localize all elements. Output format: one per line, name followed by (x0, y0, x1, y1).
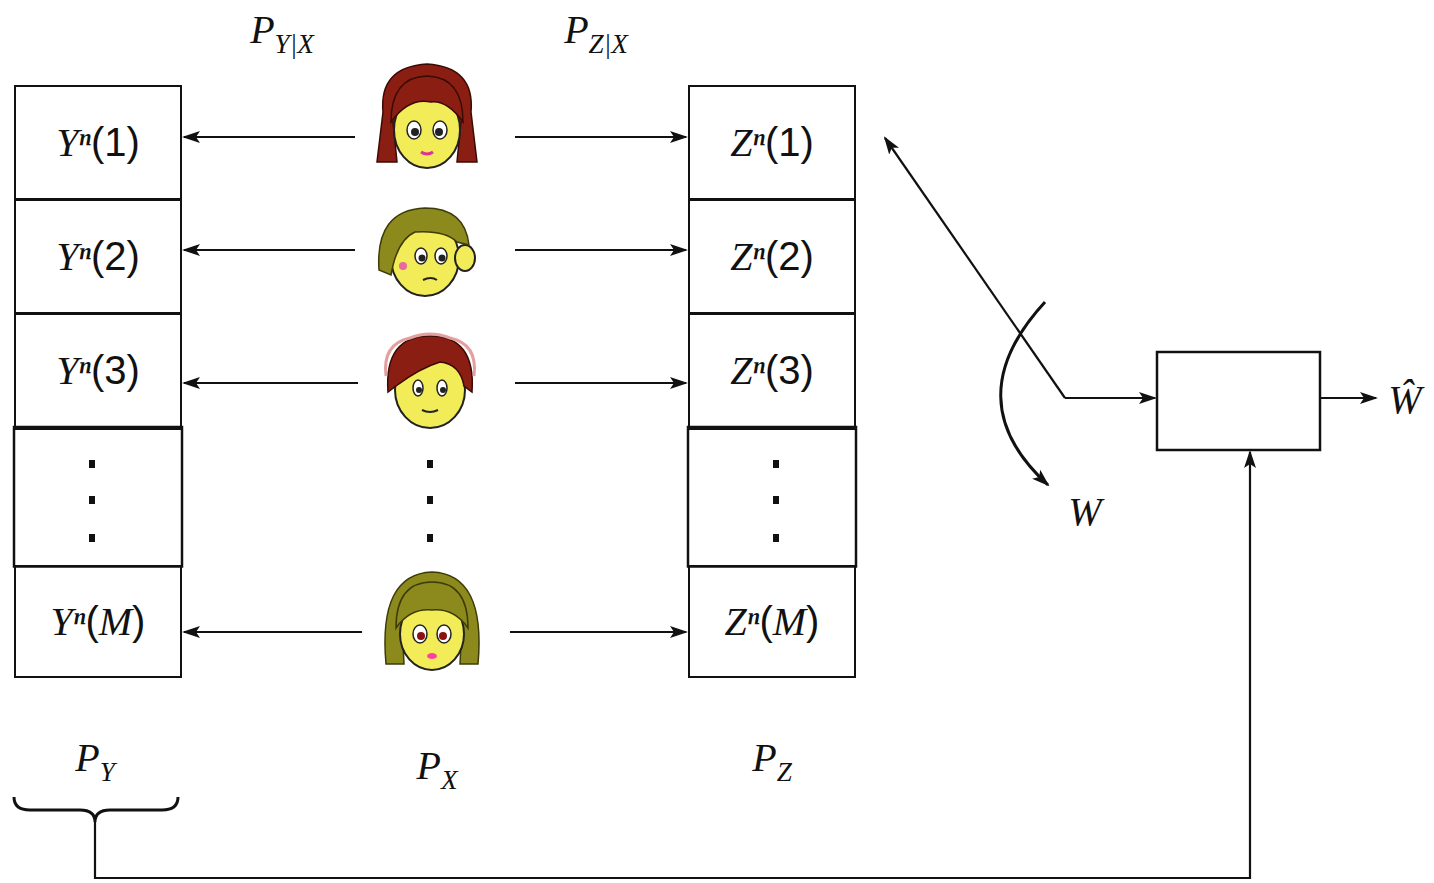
codeword-cell: Zⁿ(M) (688, 565, 856, 678)
channel-arrows (184, 137, 686, 632)
switch-lines (14, 138, 1376, 878)
math-label: PX (416, 744, 457, 795)
person-face (386, 334, 475, 428)
codeword-cell: Yⁿ(M) (14, 565, 182, 678)
person-face (385, 572, 479, 670)
math-label: W (1068, 490, 1101, 534)
ellipsis-dots (89, 460, 779, 542)
codeword-label: Yⁿ(2) (56, 234, 140, 279)
math-label: PZ (752, 736, 792, 787)
codeword-cell: Yⁿ(2) (14, 198, 182, 315)
decoder-box (1157, 352, 1320, 450)
codeword-cell: Zⁿ(1) (688, 85, 856, 201)
codeword-label: Yⁿ(M) (51, 599, 146, 644)
ellipsis-cell (688, 427, 856, 567)
codeword-label: Zⁿ(2) (730, 234, 814, 279)
math-label: PZ|X (564, 8, 628, 59)
codeword-label: Zⁿ(3) (730, 348, 814, 393)
codeword-cell: Yⁿ(3) (14, 312, 182, 430)
codeword-cell: Zⁿ(3) (688, 312, 856, 430)
codeword-label: Yⁿ(3) (56, 348, 140, 393)
math-label: PY|X (250, 8, 314, 59)
codeword-label: Zⁿ(M) (725, 599, 820, 644)
ellipsis-cell (14, 427, 182, 567)
person-face (379, 208, 475, 296)
codeword-cell: Yⁿ(1) (14, 85, 182, 201)
math-label: PY (75, 736, 115, 787)
codeword-cell: Zⁿ(2) (688, 198, 856, 315)
codeword-label: Yⁿ(1) (56, 120, 140, 165)
person-face (377, 64, 477, 168)
math-label: Ŵ (1388, 378, 1421, 422)
codeword-label: Zⁿ(1) (730, 120, 814, 165)
